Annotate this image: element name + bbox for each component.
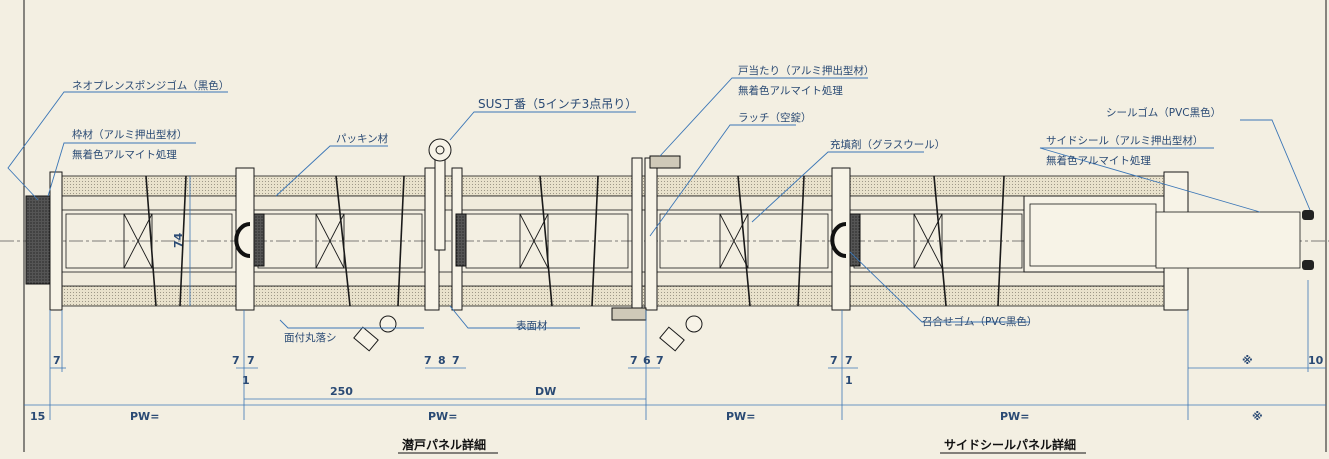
dim-pw3: PW= bbox=[726, 410, 755, 423]
label-frame: 枠材（アルミ押出型材） bbox=[72, 128, 187, 141]
label-doorstop: 戸当たり（アルミ押出型材） bbox=[738, 64, 874, 77]
label-hinge: SUS丁番（5インチ3点吊り） bbox=[478, 97, 637, 111]
glass-wool-filler bbox=[123, 213, 943, 269]
label-latch: ラッチ（空錠） bbox=[738, 111, 812, 124]
hinge bbox=[428, 138, 452, 251]
dim-7d: 7 bbox=[424, 354, 432, 367]
dim-7a: 7 bbox=[53, 354, 61, 367]
dim-7b: 7 bbox=[232, 354, 240, 367]
dim-star-bot: ※ bbox=[1252, 410, 1263, 423]
label-side-seal: サイドシール（アルミ押出型材） bbox=[1046, 134, 1203, 147]
label-meeting-rubber: 召合せゴム（PVC黒色） bbox=[922, 315, 1037, 328]
dim-74: 74 bbox=[172, 232, 185, 248]
label-side-seal-finish: 無着色アルマイト処理 bbox=[1046, 154, 1151, 167]
label-filler: 充填剤（グラスウール） bbox=[830, 138, 945, 151]
neoprene-block bbox=[25, 195, 51, 285]
label-flush-bolt: 面付丸落シ bbox=[284, 331, 337, 344]
dim-7f: 7 bbox=[630, 354, 638, 367]
label-neoprene: ネオプレンスポンジゴム（黒色） bbox=[72, 79, 229, 92]
label-seal-rubber: シールゴム（PVC黒色） bbox=[1106, 106, 1221, 119]
label-doorstop-finish: 無着色アルマイト処理 bbox=[738, 84, 843, 97]
dim-dw: DW bbox=[535, 385, 556, 398]
title-side-seal-panel: サイドシールパネル詳細 bbox=[944, 437, 1076, 452]
label-packing: パッキン材 bbox=[336, 132, 389, 145]
side-seal-rollers bbox=[1302, 210, 1314, 270]
dimension-lines bbox=[24, 176, 1326, 420]
dim-7h: 7 bbox=[830, 354, 838, 367]
label-frame-finish: 無着色アルマイト処理 bbox=[72, 148, 177, 161]
drawing-border bbox=[23, 0, 1327, 452]
dim-6: 6 bbox=[643, 354, 651, 367]
dim-pw2: PW= bbox=[428, 410, 457, 423]
dim-250: 250 bbox=[330, 385, 353, 398]
dim-1a: 1 bbox=[242, 374, 250, 387]
bulb-seals bbox=[234, 222, 847, 258]
meeting-rubber bbox=[253, 213, 861, 267]
title-wicket-panel: 潜戸パネル詳細 bbox=[402, 437, 486, 452]
leader-lines bbox=[7, 77, 1311, 329]
dim-15: 15 bbox=[30, 410, 45, 423]
packing-lines bbox=[145, 175, 1005, 307]
dim-pw4: PW= bbox=[1000, 410, 1029, 423]
dim-1b: 1 bbox=[845, 374, 853, 387]
dim-pw1: PW= bbox=[130, 410, 159, 423]
panel-faces bbox=[61, 175, 1173, 307]
dim-10: 10 bbox=[1308, 354, 1324, 367]
dim-8: 8 bbox=[438, 354, 446, 367]
dim-7g: 7 bbox=[656, 354, 664, 367]
dim-star-top: ※ bbox=[1242, 354, 1253, 367]
label-surface: 表面材 bbox=[516, 319, 548, 332]
dim-7c: 7 bbox=[247, 354, 255, 367]
frame-members bbox=[49, 157, 1189, 311]
dim-7e: 7 bbox=[452, 354, 460, 367]
dim-7i: 7 bbox=[845, 354, 853, 367]
